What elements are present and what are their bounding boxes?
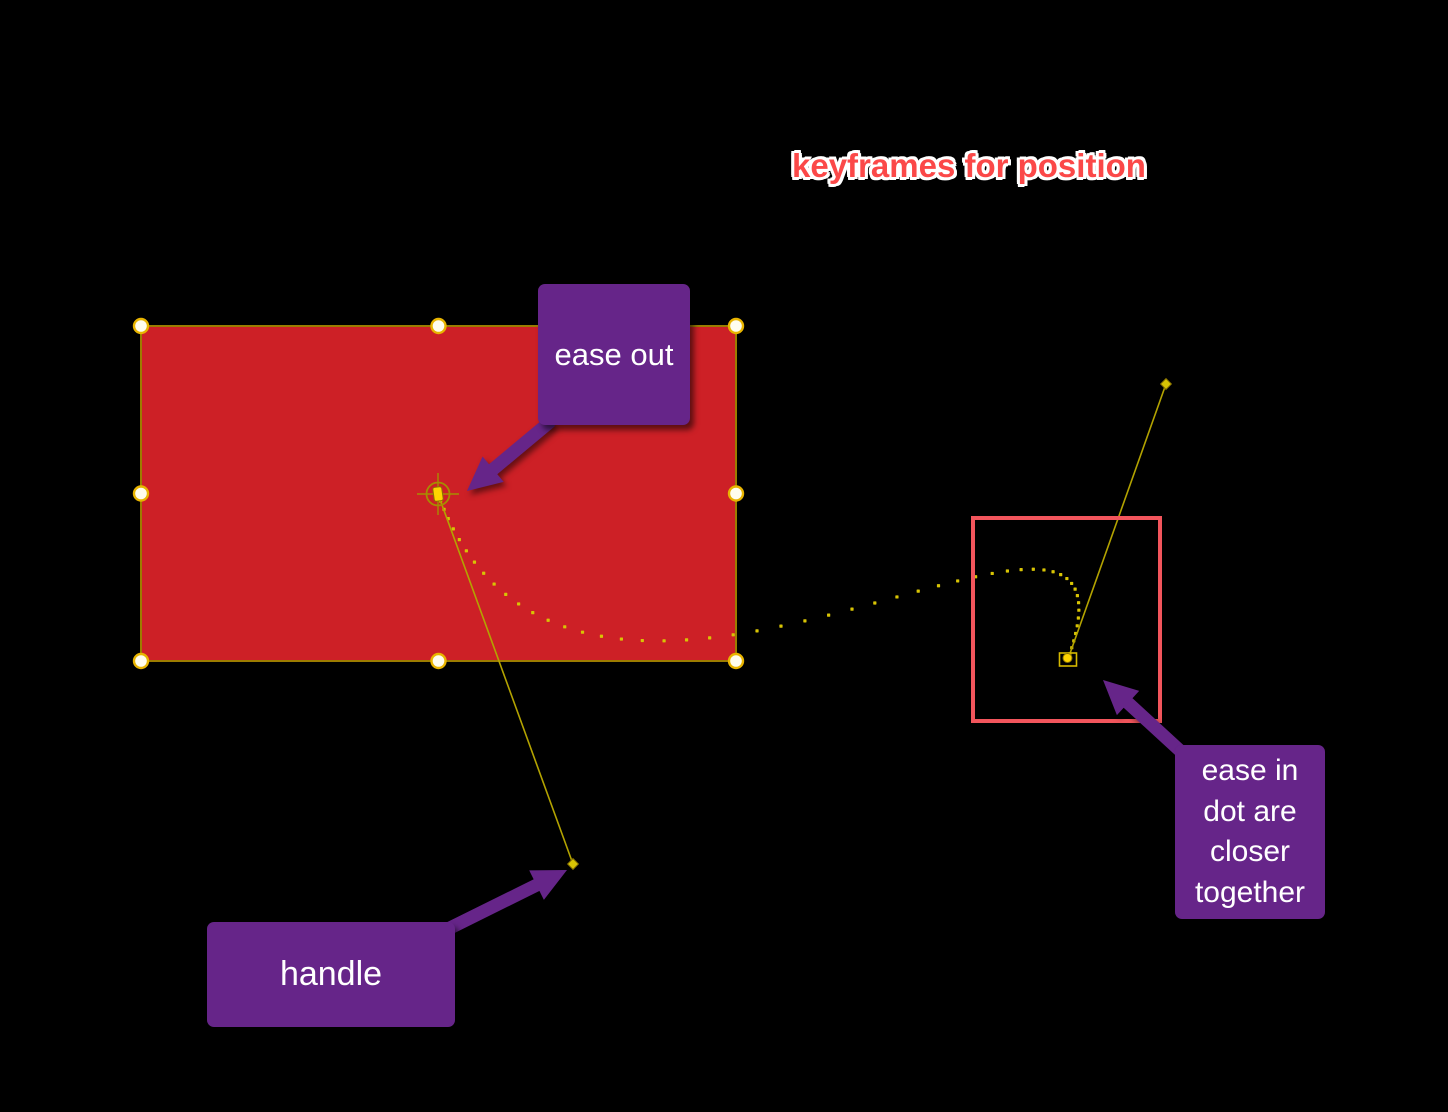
- selection-handle[interactable]: [430, 317, 447, 335]
- bezier-handle-line-out: [437, 493, 574, 865]
- motion-path-dot: [755, 629, 759, 633]
- motion-path-dot: [1076, 616, 1080, 620]
- ease-in-label-line-1: ease in: [1201, 754, 1299, 787]
- motion-path-dot: [803, 619, 807, 623]
- handle-arrow-shaft: [447, 875, 547, 934]
- motion-path-dot: [1077, 608, 1081, 612]
- anchor-point[interactable]: [417, 473, 459, 515]
- motion-path-dot: [599, 634, 604, 638]
- page-title: keyframes for position: [792, 147, 1146, 184]
- motion-path-dot: [464, 549, 468, 553]
- motion-path-dot: [1075, 624, 1079, 628]
- motion-path-dot: [482, 571, 486, 575]
- ease-in-annotation: ease in dot are closer together: [1175, 745, 1325, 919]
- selection-handle[interactable]: [132, 317, 150, 335]
- motion-path-dot: [1070, 581, 1074, 586]
- target-position-outline: [971, 516, 1162, 723]
- motion-path-dot: [936, 584, 941, 588]
- bezier-handle-endpoint[interactable]: [566, 857, 580, 871]
- ease-out-arrow-head: [467, 456, 504, 491]
- motion-path-dot: [619, 637, 623, 641]
- motion-path-dot: [1031, 567, 1035, 571]
- handle-arrow: [447, 870, 567, 934]
- motion-path-dot: [850, 607, 854, 611]
- selection-handle[interactable]: [727, 317, 745, 335]
- motion-path-dot: [895, 595, 899, 599]
- bezier-handle-endpoint[interactable]: [1159, 377, 1173, 391]
- motion-path-dot: [708, 636, 712, 640]
- motion-path-dot: [546, 618, 550, 622]
- selection-handle[interactable]: [727, 485, 745, 502]
- motion-path-dot: [563, 625, 567, 629]
- motion-path-dot: [916, 589, 920, 593]
- handle-annotation: handle: [207, 922, 455, 1027]
- handle-label: handle: [279, 955, 383, 993]
- selection-handle[interactable]: [727, 652, 745, 670]
- motion-path-dot: [827, 613, 831, 617]
- motion-path-dot: [956, 579, 960, 583]
- motion-path-dot: [662, 639, 666, 643]
- ease-in-label-line-2: dot are: [1203, 794, 1297, 828]
- motion-path-dot: [1019, 568, 1023, 572]
- motion-path-dot: [580, 630, 585, 634]
- ease-out-arrow: [467, 416, 556, 491]
- motion-path-dot: [1005, 569, 1009, 573]
- ease-in-arrow-head: [1103, 680, 1140, 716]
- keyframe-end-box: [1058, 652, 1078, 667]
- motion-path-dot: [1042, 568, 1046, 572]
- motion-path-dot: [1073, 587, 1077, 591]
- handle-arrow-head: [529, 870, 567, 900]
- motion-path-dot: [1059, 573, 1063, 577]
- motion-path-dot: [873, 601, 877, 605]
- motion-path-dot: [779, 624, 783, 628]
- keyframe-end-marker[interactable]: [1062, 653, 1073, 663]
- motion-path-dot: [531, 611, 535, 615]
- motion-path-dot: [1075, 594, 1079, 598]
- motion-path-dot: [504, 592, 508, 596]
- motion-path-dot: [492, 582, 496, 586]
- ease-out-annotation: ease out: [538, 284, 690, 425]
- selection-handle[interactable]: [132, 652, 150, 670]
- ease-out-label: ease out: [554, 336, 674, 372]
- ease-in-label-line-3: closer: [1209, 835, 1291, 868]
- selection-handle[interactable]: [430, 652, 447, 670]
- ease-in-label-line-4: together: [1194, 875, 1306, 909]
- motion-path-dot: [640, 638, 644, 643]
- motion-path-dot: [1051, 570, 1055, 574]
- bezier-handle-line-in: [1067, 383, 1167, 660]
- motion-path-dot: [731, 633, 735, 637]
- motion-path-dot: [517, 602, 521, 606]
- motion-path-dot: [684, 638, 689, 642]
- keyframe-start-marker[interactable]: [432, 486, 444, 502]
- motion-path-dot: [451, 527, 455, 531]
- selection-handle[interactable]: [132, 485, 150, 502]
- motion-path-dot: [990, 571, 994, 576]
- motion-path-dot: [472, 560, 477, 564]
- motion-path-dot: [457, 538, 461, 542]
- motion-path-dot: [1076, 601, 1081, 605]
- ease-out-arrow-shaft: [482, 416, 556, 480]
- motion-path-dot: [1065, 576, 1069, 581]
